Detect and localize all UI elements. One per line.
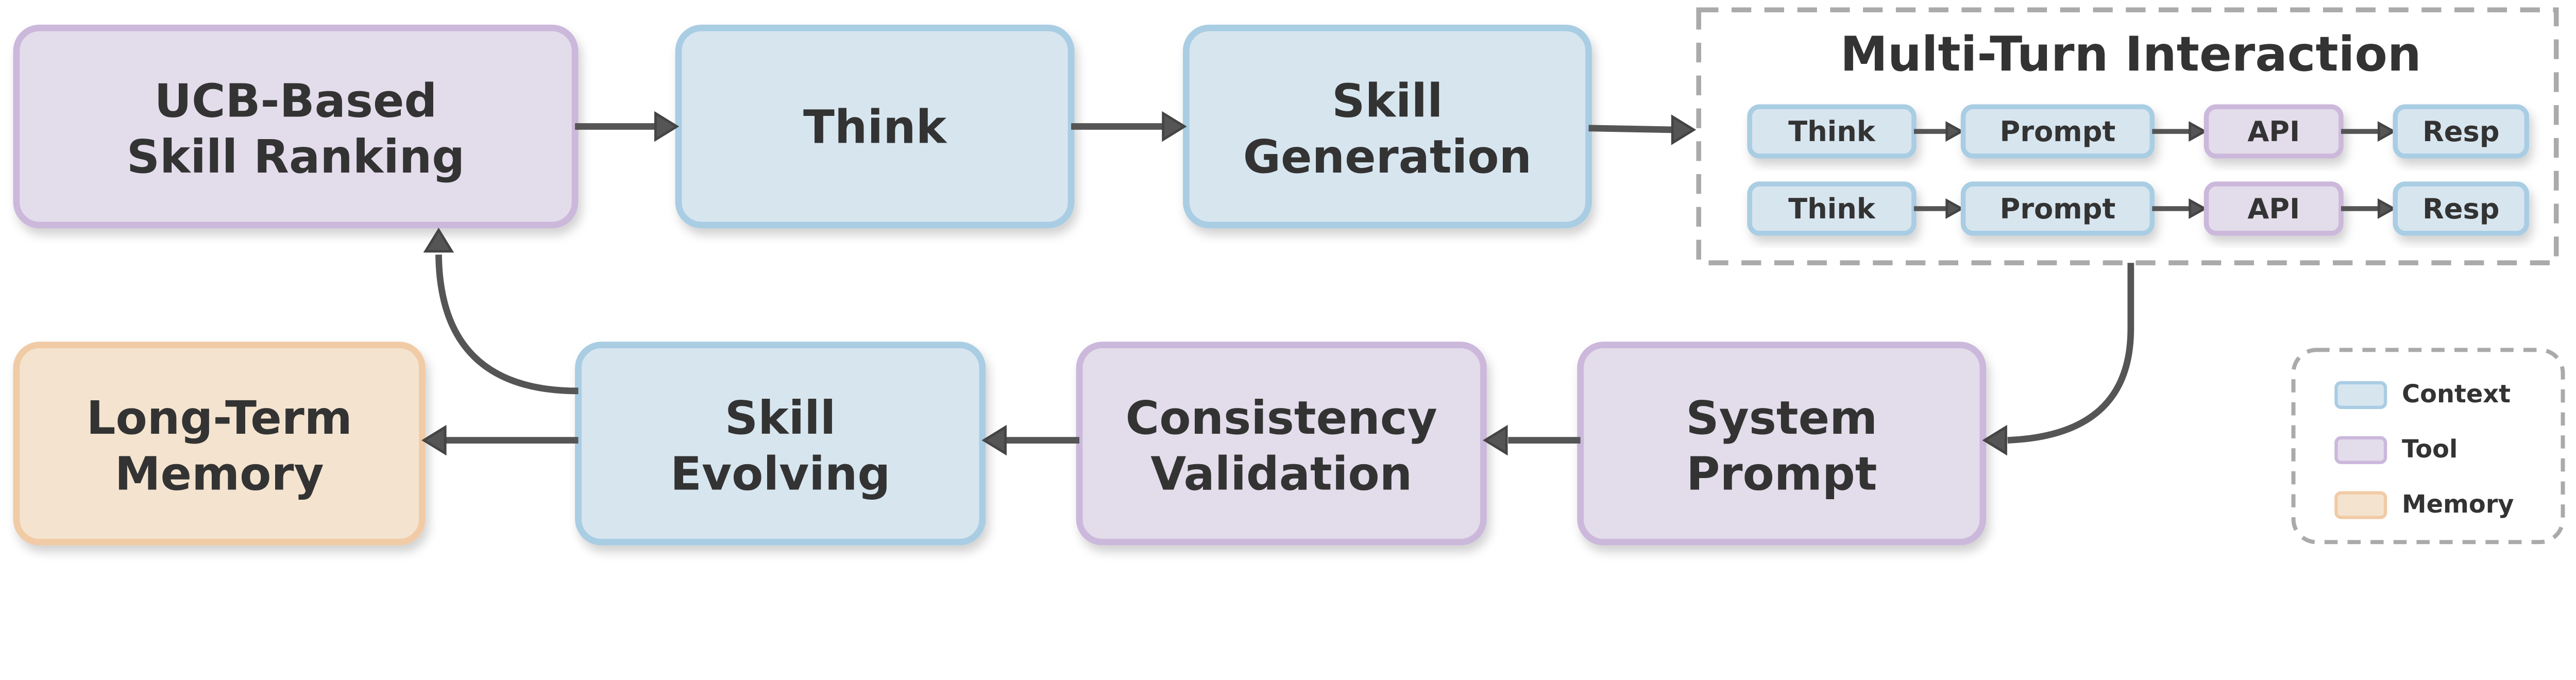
multi-turn-step-resp: Resp — [2393, 104, 2530, 159]
step-label: Resp — [2422, 115, 2500, 148]
step-label: Prompt — [2000, 193, 2116, 225]
step-label: Resp — [2422, 193, 2500, 225]
legend-item-tool: Tool — [2334, 435, 2458, 464]
step-arrow — [1913, 198, 1964, 219]
arrowhead-icon — [1945, 198, 1964, 219]
multi-turn-step-api: API — [2204, 181, 2344, 236]
arrow-system-to-consistency — [1483, 424, 1581, 456]
arrow-consistency-to-evolving — [981, 424, 1080, 456]
legend-item-memory: Memory — [2334, 490, 2514, 519]
step-arrow — [2152, 121, 2208, 142]
arrow-ucb-to-think — [575, 111, 680, 142]
node-label-line2: Skill Ranking — [127, 130, 465, 184]
legend-swatch — [2334, 436, 2387, 464]
multi-turn-step-think: Think — [1747, 104, 1917, 159]
legend-label: Memory — [2402, 490, 2514, 519]
node-label-line2: Validation — [1150, 447, 1412, 501]
arrowhead-icon — [1982, 424, 2007, 456]
arrow-think-to-generation — [1071, 111, 1187, 142]
legend-label: Context — [2402, 380, 2511, 409]
legend-swatch — [2334, 491, 2387, 519]
node-label-line1: Long-Term — [87, 392, 352, 445]
arrowhead-icon — [981, 424, 1007, 456]
step-arrow — [2152, 198, 2208, 219]
step-arrow — [2341, 121, 2396, 142]
multi-turn-step-api: API — [2204, 104, 2344, 159]
multi-turn-step-prompt: Prompt — [1960, 181, 2155, 236]
arrow-generation-to-multiturn — [1588, 114, 1697, 145]
arrowhead-icon — [654, 111, 680, 142]
arrow-evolving-to-memory — [421, 424, 579, 456]
step-label: Think — [1788, 193, 1876, 225]
arrow-multiturn-to-system-prompt — [1982, 263, 2134, 456]
step-label: Think — [1788, 115, 1876, 148]
arrow-evolving-to-ucb — [423, 227, 579, 395]
arrowhead-icon — [421, 424, 447, 456]
multi-turn-step-prompt: Prompt — [1960, 104, 2155, 159]
arrowhead-icon — [1483, 424, 1508, 456]
node-label-line1: Consistency — [1126, 392, 1437, 445]
arrowhead-icon — [2189, 198, 2208, 219]
legend-swatch — [2334, 381, 2387, 410]
node-label-line2: Evolving — [670, 447, 890, 501]
node-box — [13, 342, 426, 546]
step-label: Prompt — [2000, 115, 2116, 148]
step-arrow — [1913, 121, 1964, 142]
arrowhead-icon — [1671, 114, 1697, 145]
arrowhead-icon — [1162, 111, 1187, 142]
node-label-line2: Memory — [115, 447, 324, 501]
node-label-line1: Skill — [725, 392, 836, 445]
multi-turn-title: Multi-Turn Interaction — [1840, 26, 2421, 82]
node-label-line1: UCB-Based — [155, 74, 437, 128]
legend-item-context: Context — [2334, 380, 2511, 410]
multi-turn-step-resp: Resp — [2393, 181, 2530, 236]
step-label: API — [2247, 193, 2300, 225]
node-label-line1: Skill — [1332, 74, 1443, 128]
node-think: Think — [675, 24, 1075, 229]
arrowhead-icon — [2377, 198, 2396, 219]
arrowhead-icon — [1945, 121, 1964, 142]
node-label: Think — [803, 100, 948, 154]
arrowhead-icon — [2189, 121, 2208, 142]
node-label-line2: Prompt — [1686, 447, 1877, 501]
legend-label: Tool — [2402, 435, 2458, 464]
arrowhead-icon — [423, 227, 454, 253]
step-label: API — [2247, 115, 2300, 148]
step-arrow — [2341, 198, 2396, 219]
node-label-line1: System — [1686, 392, 1877, 445]
node-label-line2: Generation — [1243, 130, 1532, 184]
arrowhead-icon — [2377, 121, 2396, 142]
multi-turn-step-think: Think — [1747, 181, 1917, 236]
